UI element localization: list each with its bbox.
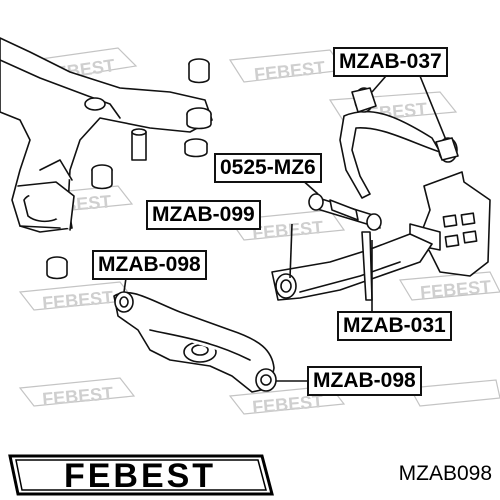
watermark-logo: FEBEST	[228, 49, 346, 85]
watermark-text: FEBEST	[251, 217, 323, 243]
callout-mzab-098-right[interactable]: MZAB-098	[307, 366, 422, 396]
subframe-crossmember	[0, 37, 213, 233]
callout-mzab-098-left[interactable]: MZAB-098	[92, 250, 207, 280]
mount-bushings	[46, 58, 212, 280]
trailing-arm	[271, 231, 433, 301]
callout-mzab-031[interactable]: MZAB-031	[337, 311, 452, 341]
watermark-text: FEBEST	[419, 276, 491, 302]
lower-control-arm	[113, 291, 277, 393]
upper-control-arm	[339, 87, 459, 199]
toe-link	[308, 193, 382, 231]
watermark-logo: FEBEST	[398, 271, 500, 303]
callout-0525-mz6[interactable]: 0525-MZ6	[214, 153, 322, 183]
watermark-logo: FEBEST	[18, 377, 136, 409]
parts-drawing	[0, 37, 491, 393]
part-number: MZAB098	[398, 462, 492, 485]
febest-logo: FEBEST	[8, 454, 274, 496]
callout-mzab-037[interactable]: MZAB-037	[333, 47, 448, 77]
watermark-logo	[409, 379, 500, 407]
leader-lines	[123, 75, 447, 382]
watermark-text: FEBEST	[253, 57, 326, 84]
callout-mzab-099[interactable]: MZAB-099	[146, 200, 261, 230]
febest-logo-text: FEBEST	[64, 457, 216, 495]
watermark-text: FEBEST	[41, 383, 113, 409]
watermark-text: FEBEST	[41, 287, 113, 313]
